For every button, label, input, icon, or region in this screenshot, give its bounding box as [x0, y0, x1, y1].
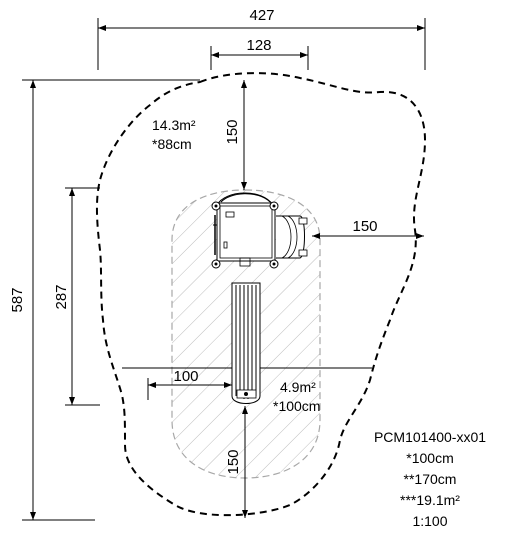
- info-line-3: ***19.1m²: [400, 492, 460, 508]
- dim-bottom-clearance: 150: [225, 406, 248, 518]
- dim-total-height-label: 587: [9, 287, 26, 312]
- dim-top-clearance: 150: [224, 80, 247, 190]
- inner-fall-height-label: *100cm: [273, 398, 320, 414]
- info-line-2: **170cm: [404, 471, 457, 487]
- info-line-1: *100cm: [406, 450, 453, 466]
- dim-platform-width: 128: [210, 37, 309, 70]
- outer-area-label: 14.3m²: [152, 117, 196, 133]
- side-climber: [276, 215, 305, 259]
- dim-left-offset-label: 100: [173, 368, 198, 385]
- platform: [216, 202, 276, 262]
- product-code: PCM101400-xx01: [374, 429, 486, 445]
- outer-fall-height-label: *88cm: [152, 136, 192, 152]
- outer-safety-zone: [95, 72, 427, 517]
- dim-inner-height: 287: [53, 187, 100, 406]
- dim-platform-width-label: 128: [246, 37, 271, 54]
- dim-top-clearance-label: 150: [224, 119, 241, 144]
- dim-total-width: 427: [97, 7, 426, 70]
- dim-total-width-label: 427: [249, 7, 274, 24]
- slide: [231, 282, 261, 404]
- dim-bottom-clearance-label: 150: [225, 449, 242, 474]
- inner-area-label: 4.9m²: [280, 379, 316, 395]
- dim-side-clearance-label: 150: [352, 218, 377, 235]
- play-equipment: [211, 192, 308, 404]
- dim-total-height: 587: [9, 79, 200, 521]
- scale-label: 1:100: [412, 513, 447, 529]
- info-block: PCM101400-xx01 *100cm **170cm ***19.1m² …: [374, 429, 486, 529]
- dim-inner-height-label: 287: [53, 284, 70, 309]
- dim-side-clearance: 150: [312, 218, 424, 239]
